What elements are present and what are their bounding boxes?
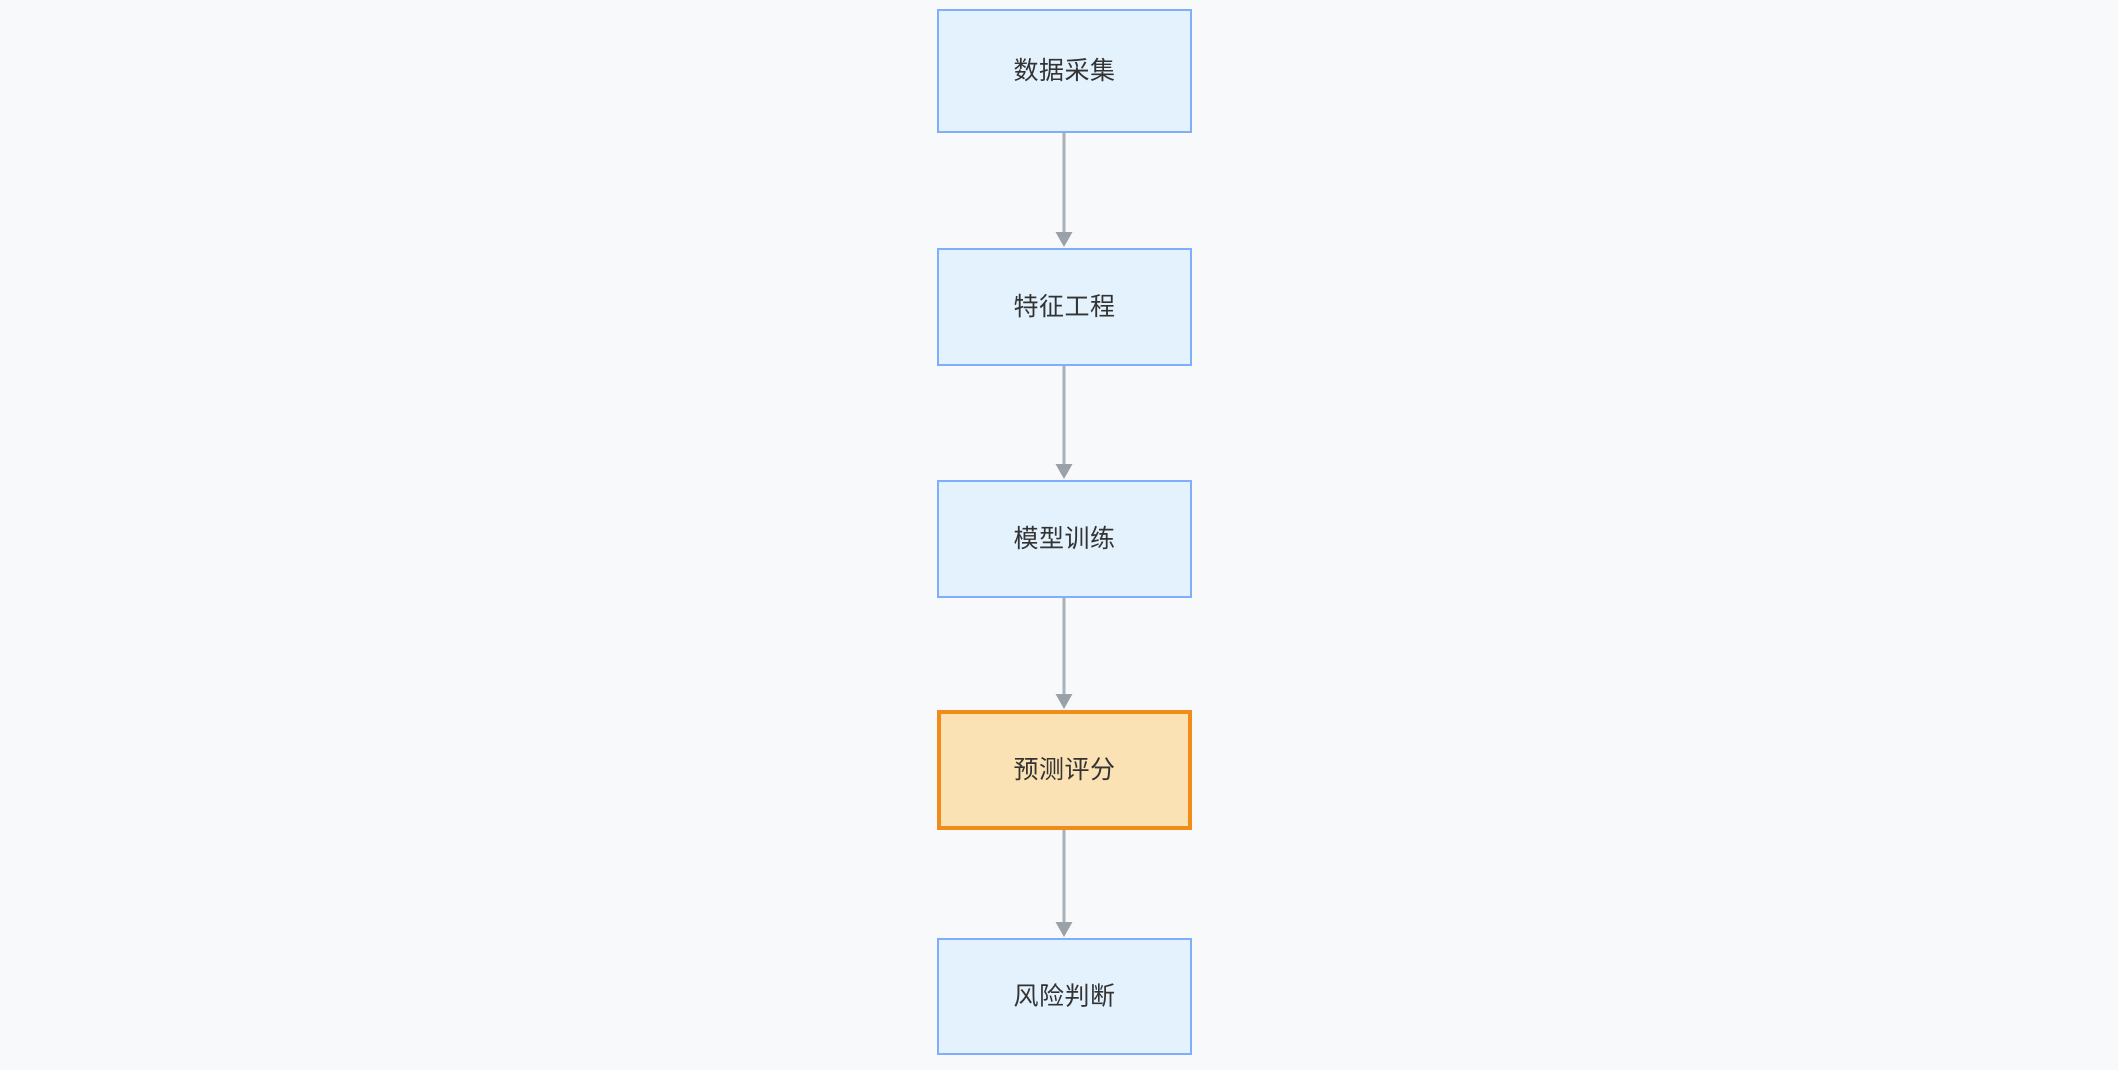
flow-node-node-5[interactable]: 风险判断 <box>937 938 1192 1055</box>
node-box[interactable] <box>937 248 1192 366</box>
node-label: 特征工程 <box>1013 292 1115 321</box>
edge-arrowhead-icon <box>1055 464 1073 479</box>
flow-edge <box>1055 598 1073 709</box>
node-box[interactable] <box>937 938 1192 1055</box>
flow-node-node-2[interactable]: 特征工程 <box>937 248 1192 366</box>
edges-layer <box>1055 133 1073 937</box>
node-label: 数据采集 <box>1013 56 1115 85</box>
node-box[interactable] <box>937 480 1192 598</box>
flow-node-node-4[interactable]: 预测评分 <box>937 710 1192 830</box>
edge-arrowhead-icon <box>1055 922 1073 937</box>
node-label: 模型训练 <box>1013 524 1115 553</box>
node-box[interactable] <box>937 9 1192 133</box>
flow-node-node-1[interactable]: 数据采集 <box>937 9 1192 133</box>
edge-arrowhead-icon <box>1055 694 1073 709</box>
node-label: 预测评分 <box>1013 755 1115 784</box>
flow-node-node-3[interactable]: 模型训练 <box>937 480 1192 598</box>
node-box[interactable] <box>937 710 1192 830</box>
node-label: 风险判断 <box>1013 982 1115 1011</box>
flow-edge <box>1055 830 1073 937</box>
flow-edge <box>1055 366 1073 479</box>
flow-edge <box>1055 133 1073 247</box>
edge-arrowhead-icon <box>1055 232 1073 247</box>
